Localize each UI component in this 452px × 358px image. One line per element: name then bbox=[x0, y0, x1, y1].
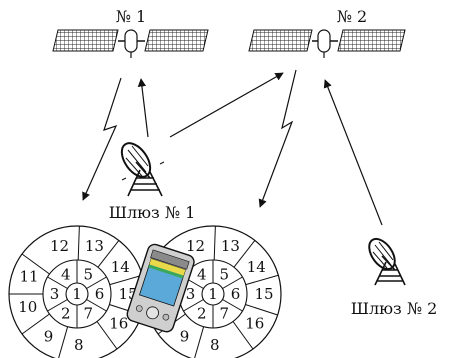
cell-label-9: 9 bbox=[180, 327, 190, 345]
cell-label-7: 7 bbox=[83, 304, 93, 322]
cell-label-10: 10 bbox=[18, 298, 37, 316]
cell-label-16: 16 bbox=[109, 314, 128, 332]
cell-label-13: 13 bbox=[221, 237, 240, 255]
cell-label-4: 4 bbox=[61, 266, 71, 284]
uplink-gw2-sat2 bbox=[323, 79, 383, 226]
satellite-2: № 2 bbox=[248, 7, 406, 58]
gateway-1-label: Шлюз № 1 bbox=[109, 203, 196, 222]
downlink-sat2-cluster bbox=[258, 69, 297, 208]
cell-divider bbox=[109, 274, 143, 286]
cell-label-2: 2 bbox=[61, 304, 71, 322]
cell-label-6: 6 bbox=[95, 285, 105, 303]
cell-label-15: 15 bbox=[254, 285, 273, 303]
cell-label-13: 13 bbox=[85, 237, 104, 255]
cell-label-6: 6 bbox=[231, 285, 241, 303]
satellite-1: № 1 bbox=[52, 7, 209, 58]
cell-label-12: 12 bbox=[186, 237, 205, 255]
cell-label-2: 2 bbox=[197, 304, 207, 322]
uplink-gw1-sat1 bbox=[137, 78, 149, 138]
gateway-2-label: Шлюз № 2 bbox=[351, 299, 438, 318]
cell-label-1: 1 bbox=[72, 285, 82, 303]
cell-divider bbox=[245, 274, 279, 286]
cell-label-4: 4 bbox=[197, 266, 207, 284]
cell-divider bbox=[245, 304, 278, 316]
cell-label-7: 7 bbox=[219, 304, 229, 322]
cell-label-14: 14 bbox=[111, 258, 130, 276]
cell-label-8: 8 bbox=[74, 336, 84, 354]
cell-divider bbox=[222, 276, 243, 289]
cell-label-9: 9 bbox=[44, 327, 54, 345]
cell-label-3: 3 bbox=[186, 285, 196, 303]
cell-divider bbox=[194, 326, 205, 358]
satellite-icon bbox=[52, 29, 209, 58]
satellite-1-label: № 1 bbox=[116, 7, 146, 26]
cell-divider bbox=[77, 226, 80, 261]
cell-divider bbox=[58, 326, 69, 358]
links bbox=[82, 69, 383, 226]
cell-label-3: 3 bbox=[50, 285, 60, 303]
cell-label-8: 8 bbox=[210, 336, 220, 354]
cell-label-5: 5 bbox=[219, 266, 229, 284]
cell-divider bbox=[233, 240, 256, 268]
cell-label-5: 5 bbox=[83, 266, 93, 284]
antenna-dish-icon bbox=[120, 142, 165, 197]
cell-divider bbox=[21, 253, 50, 275]
cell-divider bbox=[47, 299, 68, 312]
link-gw1-sat2 bbox=[169, 72, 284, 138]
satellite-2-label: № 2 bbox=[337, 7, 367, 26]
cell-divider bbox=[183, 299, 204, 312]
cell-divider bbox=[222, 299, 243, 312]
cell-label-16: 16 bbox=[245, 314, 264, 332]
downlink-sat1-cluster bbox=[82, 77, 122, 201]
cell-divider bbox=[21, 313, 50, 335]
cell-divider bbox=[47, 276, 68, 289]
cell-label-14: 14 bbox=[247, 258, 266, 276]
cell-label-11: 11 bbox=[20, 268, 39, 286]
cell-divider bbox=[97, 240, 120, 268]
cell-divider bbox=[213, 226, 216, 261]
gateway-2: Шлюз № 2 bbox=[351, 237, 438, 318]
cell-label-1: 1 bbox=[208, 285, 218, 303]
cell-divider bbox=[86, 276, 107, 289]
cell-label-12: 12 bbox=[50, 237, 69, 255]
satellite-icon bbox=[248, 29, 406, 58]
pda-icon bbox=[126, 243, 195, 333]
antenna-dish-icon bbox=[368, 237, 406, 286]
cell-divider bbox=[86, 299, 107, 312]
gateway-1: Шлюз № 1 bbox=[109, 142, 196, 222]
cell-divider bbox=[232, 321, 254, 350]
cell-divider bbox=[96, 321, 118, 350]
